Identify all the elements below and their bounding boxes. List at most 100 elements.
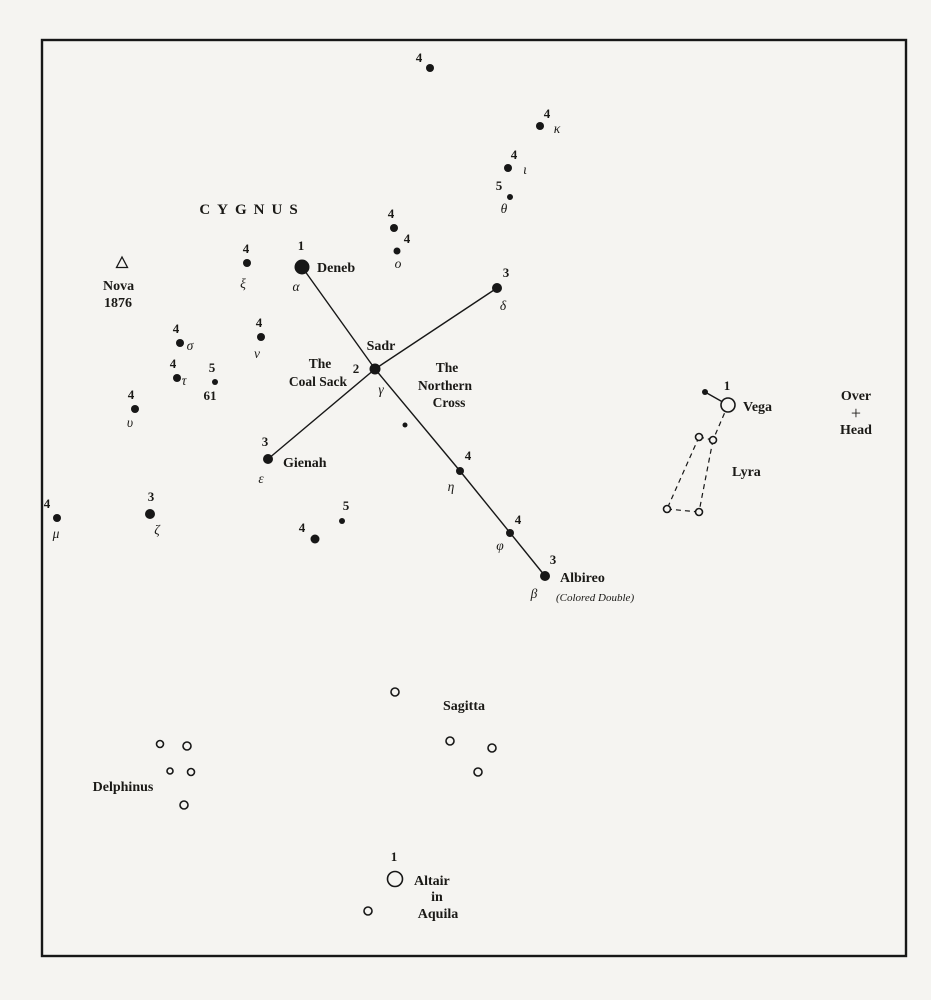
star-lyra-small <box>702 389 708 395</box>
mag-beta: 3 <box>550 552 557 567</box>
delphinus-star-2 <box>182 741 192 751</box>
line-eta-albireo <box>459 470 546 577</box>
delphinus-star-3 <box>166 767 174 775</box>
label-coal-sack-line1: The <box>309 356 332 371</box>
mag-4-dot: 4 <box>299 520 306 535</box>
mag-deneb: 1 <box>298 238 305 253</box>
greek-tau: τ <box>182 373 188 388</box>
line-vega-parallelogram <box>712 404 729 441</box>
overhead-cross-mark: + <box>851 403 861 423</box>
chart-border <box>40 38 908 958</box>
delphinus-star-5 <box>179 800 189 810</box>
greek-omicron: o <box>395 256 402 271</box>
star-61-cygni <box>212 379 218 385</box>
star-mag4 <box>310 534 320 544</box>
star-small-cross <box>402 422 408 428</box>
sagitta-star-3 <box>487 743 497 753</box>
line-lyra-left <box>666 436 700 510</box>
line-sadr-eta <box>374 368 461 472</box>
star-kappa <box>536 122 544 130</box>
line-lyra-bottom <box>666 508 700 513</box>
star-altair <box>386 870 404 888</box>
star-mag5 <box>339 518 345 524</box>
greek-alpha: α <box>292 279 300 294</box>
star-mu <box>53 514 61 522</box>
greek-zeta: ζ <box>154 522 161 537</box>
star-omicron-1 <box>390 224 398 232</box>
star-phi <box>506 529 514 537</box>
label-altair: Altair <box>414 874 450 889</box>
greek-epsilon: ε <box>258 471 264 486</box>
sagitta-star-4 <box>473 767 483 777</box>
mag-omicron-1: 4 <box>388 206 395 221</box>
greek-xi: ξ <box>240 276 246 291</box>
line-deneb-sadr <box>301 266 376 370</box>
mag-vega: 1 <box>724 378 731 393</box>
star-theta <box>507 194 513 200</box>
star-delta <box>492 283 502 293</box>
greek-upsilon: υ <box>127 415 133 430</box>
label-altair-in: in <box>431 890 443 905</box>
label-nova: Nova <box>103 279 134 294</box>
greek-delta: δ <box>500 298 507 313</box>
star-sigma <box>176 339 184 347</box>
mag-5-dot: 5 <box>343 498 350 513</box>
label-overhead-head: Head <box>840 423 872 438</box>
mag-eta: 4 <box>465 448 472 463</box>
star-nu <box>257 333 265 341</box>
label-nova-year: 1876 <box>104 296 132 311</box>
mag-theta: 5 <box>496 178 503 193</box>
label-vega: Vega <box>743 400 772 415</box>
star-deneb <box>294 259 310 275</box>
star-vega <box>720 397 736 413</box>
star-iota <box>504 164 512 172</box>
label-sadr: Sadr <box>367 339 396 354</box>
greek-mu: μ <box>52 526 60 541</box>
aquila-small-star <box>363 906 373 916</box>
star-sadr <box>369 363 381 375</box>
mag-upsilon: 4 <box>128 387 135 402</box>
star-zeta <box>145 509 155 519</box>
star-eta <box>456 467 464 475</box>
label-delphinus: Delphinus <box>93 780 154 795</box>
label-61-cygni: 61 <box>204 388 217 403</box>
star-upsilon <box>131 405 139 413</box>
greek-eta: η <box>448 479 455 494</box>
label-colored-double: (Colored Double) <box>556 592 634 604</box>
mag-iota: 4 <box>511 147 518 162</box>
sagitta-star-1 <box>390 687 400 697</box>
mag-tau: 4 <box>170 356 177 371</box>
lyra-parallelogram-4 <box>694 507 704 517</box>
greek-nu: ν <box>254 346 260 361</box>
delphinus-star-1 <box>155 739 165 749</box>
greek-gamma: γ <box>378 382 384 397</box>
star-tau <box>173 374 181 382</box>
label-sagitta: Sagitta <box>443 699 485 714</box>
label-overhead-over: Over <box>841 389 871 404</box>
mag-zeta: 3 <box>148 489 155 504</box>
line-sadr-gienah <box>267 368 376 460</box>
lyra-parallelogram-3 <box>662 504 672 514</box>
label-gienah: Gienah <box>283 456 327 471</box>
label-coal-sack-line2: Coal Sack <box>289 374 348 389</box>
mag-sigma: 4 <box>173 321 180 336</box>
mag-epsilon: 3 <box>262 434 269 449</box>
star-omicron-2 <box>393 247 401 255</box>
star-xi <box>243 259 251 267</box>
greek-theta: θ <box>501 201 508 216</box>
line-lyra-right <box>698 439 714 513</box>
mag-delta: 3 <box>503 265 510 280</box>
mag-xi: 4 <box>243 241 250 256</box>
label-lyra: Lyra <box>732 465 761 480</box>
mag-nu: 4 <box>256 315 263 330</box>
label-northern-cross-line3: Cross <box>433 395 466 410</box>
constellation-title: CYGNUS <box>199 202 304 218</box>
mag-61-cygni: 5 <box>209 360 216 375</box>
mag-phi: 4 <box>515 512 522 527</box>
mag-altair: 1 <box>391 849 398 864</box>
greek-iota: ι <box>523 162 527 177</box>
star-gienah <box>263 454 273 464</box>
mag-mu: 4 <box>44 496 51 511</box>
greek-kappa: κ <box>554 121 561 136</box>
